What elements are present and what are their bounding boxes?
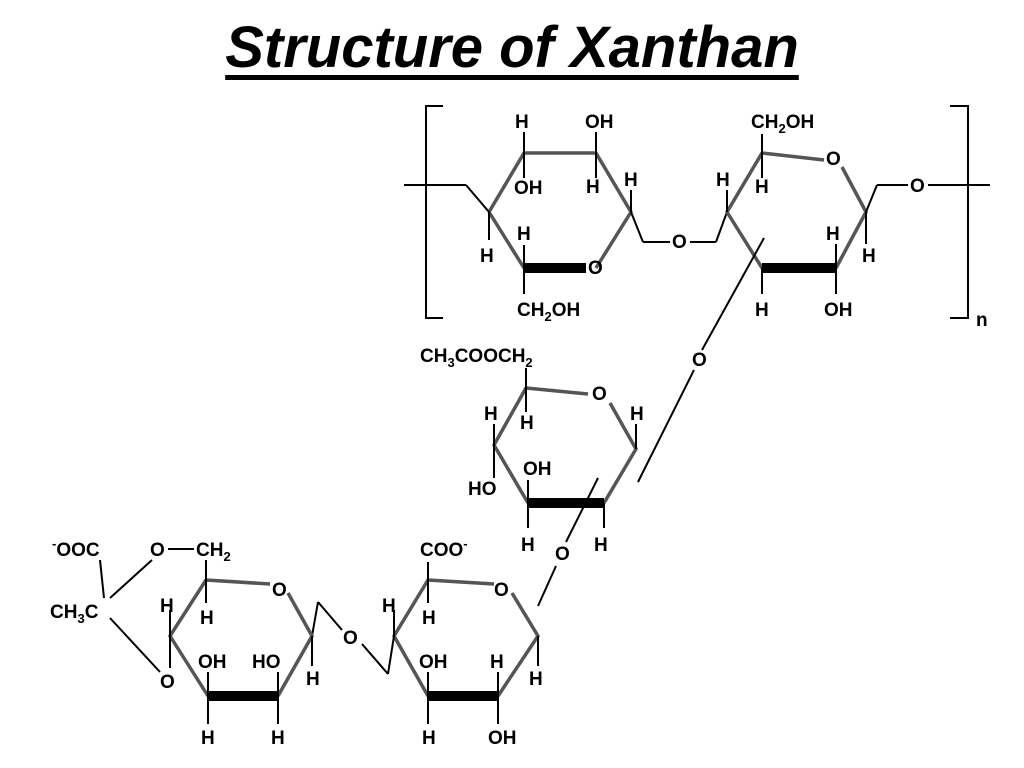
repeat-unit-brackets: n xyxy=(425,105,988,331)
h-label: H xyxy=(520,413,534,434)
h-label: H xyxy=(422,608,436,629)
coo-minus-label: COO- xyxy=(420,536,468,561)
oh-label: OH xyxy=(824,300,853,321)
h-label: H xyxy=(422,728,436,749)
acetyl-mannose-ring-3: O CH3COOCH2 H H H HO OH H H xyxy=(420,346,644,556)
h-label: H xyxy=(515,112,529,133)
h-label: H xyxy=(826,224,840,245)
ring-oxygen: O xyxy=(826,149,841,170)
page-title: Structure of Xanthan xyxy=(225,15,799,80)
oh-label: OH xyxy=(523,459,552,480)
h-label: H xyxy=(480,246,494,267)
bridge-oxygen: O xyxy=(672,232,687,253)
oh-label: OH xyxy=(488,728,517,749)
ch2oh-label: CH2OH xyxy=(751,112,814,136)
bridge-oxygen: O xyxy=(150,540,165,561)
h-label: H xyxy=(306,669,320,690)
ring-oxygen: O xyxy=(272,580,287,601)
oh-label: OH xyxy=(585,112,614,133)
h-label: H xyxy=(517,224,531,245)
repeat-subscript: n xyxy=(976,310,988,331)
oh-label: OH xyxy=(419,652,448,673)
ho-label: HO xyxy=(252,652,281,673)
h-label: H xyxy=(382,596,396,617)
glucuronic-acid-ring-4: O COO- H H OH H H H OH xyxy=(382,536,543,749)
ch3c-label: CH3C xyxy=(50,602,99,626)
h-label: H xyxy=(862,246,876,267)
glycosidic-link-4-5: O xyxy=(311,601,395,675)
pyruvate-ketal: -OOC O CH2 CH3C xyxy=(50,536,231,673)
ooc-minus-label: -OOC xyxy=(52,536,100,561)
h-label: H xyxy=(630,404,644,425)
h-label: H xyxy=(271,728,285,749)
h-label: H xyxy=(160,596,174,617)
h-label: H xyxy=(200,608,214,629)
side-chain-link-3-4: O xyxy=(537,477,599,607)
ch2-label: CH2 xyxy=(196,540,231,564)
left-bracket xyxy=(425,105,443,319)
bridge-oxygen: O xyxy=(910,176,925,197)
h-label: H xyxy=(755,177,769,198)
h-label: H xyxy=(521,535,535,556)
ho-label: HO xyxy=(468,479,497,500)
ring-oxygen: O xyxy=(494,580,509,601)
oh-label: OH xyxy=(198,652,227,673)
ring-oxygen: O xyxy=(588,258,603,279)
ring-oxygen: O xyxy=(592,384,607,405)
glycosidic-link-1-2: O xyxy=(630,211,728,253)
backbone-glucose-ring-2: O CH2OH H H H OH H H O xyxy=(716,112,990,321)
ring-substituent-oxygen: O xyxy=(160,672,175,693)
bridge-oxygen: O xyxy=(692,350,707,371)
backbone-glucose-ring-1: O H OH OH H H H H CH2OH xyxy=(404,112,638,324)
pyruvyl-mannose-ring-5: O H H OH HO H H H O xyxy=(160,560,320,749)
oh-label: OH xyxy=(514,178,543,199)
h-label: H xyxy=(586,177,600,198)
bridge-oxygen: O xyxy=(555,544,570,565)
h-label: H xyxy=(490,652,504,673)
h-label: H xyxy=(529,669,543,690)
h-label: H xyxy=(755,300,769,321)
ch3cooch2-label: CH3COOCH2 xyxy=(420,346,533,370)
ch2oh-label: CH2OH xyxy=(517,300,580,324)
h-label: H xyxy=(716,170,730,191)
bridge-oxygen: O xyxy=(343,628,358,649)
h-label: H xyxy=(594,535,608,556)
h-label: H xyxy=(201,728,215,749)
side-chain-link-2-3: O xyxy=(637,237,765,483)
h-label: H xyxy=(484,404,498,425)
right-bracket xyxy=(950,105,969,319)
h-label: H xyxy=(624,170,638,191)
